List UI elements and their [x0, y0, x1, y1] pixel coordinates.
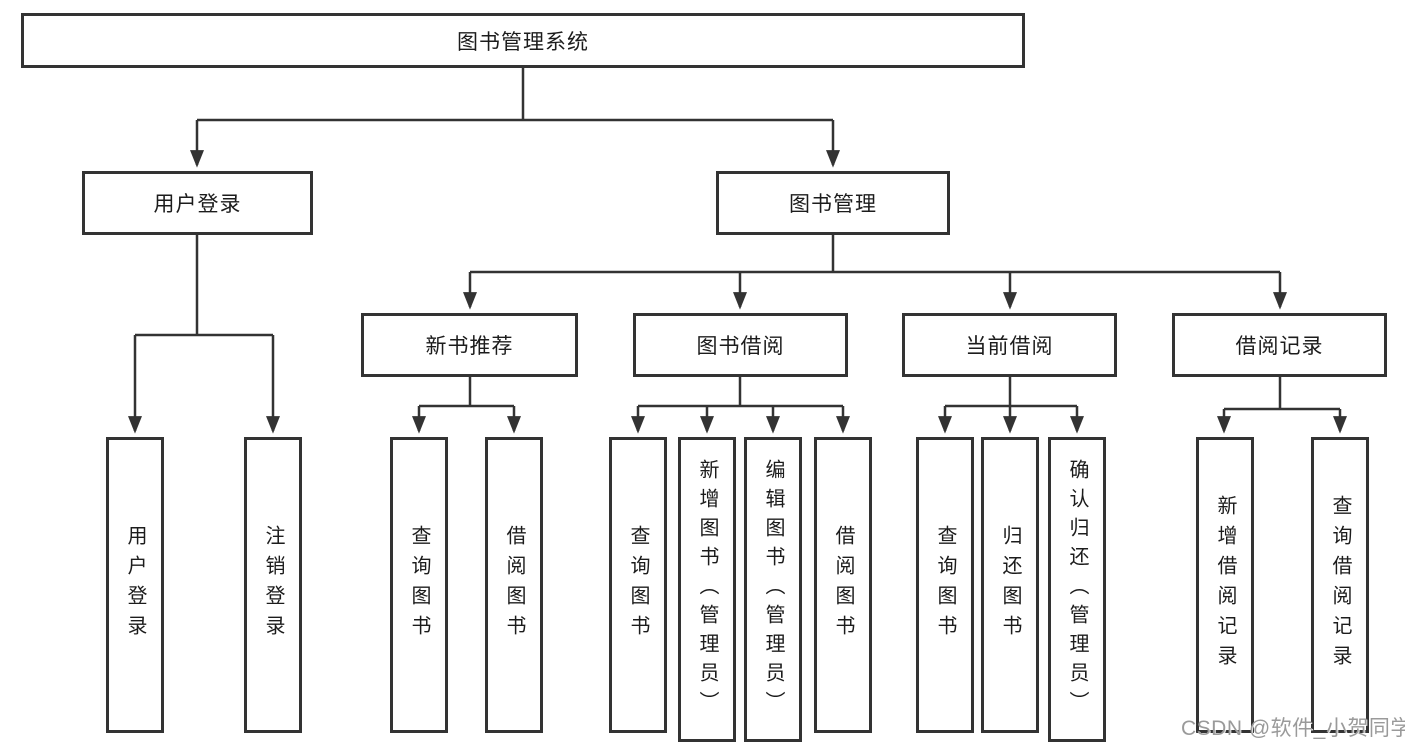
branch-borrowing-records	[1224, 377, 1340, 411]
leaf-label: 注销登录	[262, 525, 284, 645]
leaf-recommend-borrow-book: 借阅图书	[485, 437, 543, 733]
node-new-book-recommend: 新书推荐	[361, 313, 578, 377]
leaf-label: 用户登录	[124, 525, 146, 645]
node-label: 图书管理系统	[457, 30, 589, 54]
branch-book-borrowing	[638, 377, 843, 408]
leaf-label: 查询图书	[627, 525, 649, 645]
leaf-recommend-query-book: 查询图书	[390, 437, 448, 733]
node-label: 用户登录	[153, 193, 242, 216]
node-label: 图书管理	[789, 193, 877, 216]
node-borrowing-records: 借阅记录	[1172, 313, 1387, 377]
leaf-label: 查询图书	[934, 525, 956, 645]
leaf-label: 编辑图书（管理员）	[762, 459, 784, 720]
leaf-records-add-record: 新增借阅记录	[1196, 437, 1254, 733]
leaf-logout: 注销登录	[244, 437, 302, 733]
leaf-label: 借阅图书	[832, 525, 854, 645]
branch-current-borrowing	[945, 377, 1077, 408]
branch-new-book-recommend	[419, 377, 514, 408]
node-book-borrowing: 图书借阅	[633, 313, 848, 377]
node-book-management: 图书管理	[716, 171, 950, 235]
node-library-management-system: 图书管理系统	[21, 13, 1025, 68]
node-label: 新书推荐	[425, 335, 514, 358]
leaf-label: 查询图书	[408, 525, 430, 645]
leaf-current-query-book: 查询图书	[916, 437, 974, 733]
branch-root	[197, 68, 833, 122]
leaf-current-return-book: 归还图书	[981, 437, 1039, 733]
node-current-borrowing: 当前借阅	[902, 313, 1117, 377]
node-label: 图书借阅	[696, 335, 785, 358]
leaf-label: 新增借阅记录	[1214, 495, 1236, 675]
leaf-records-query-record: 查询借阅记录	[1311, 437, 1369, 733]
leaf-borrowing-query-book: 查询图书	[609, 437, 667, 733]
leaf-label: 查询借阅记录	[1329, 495, 1351, 675]
leaf-label: 归还图书	[999, 525, 1021, 645]
node-label: 当前借阅	[965, 335, 1054, 358]
leaf-label: 确认归还（管理员）	[1066, 459, 1088, 720]
branch-book-management	[470, 235, 1280, 274]
branch-user-login	[135, 235, 273, 337]
leaf-borrowing-edit-book-admin: 编辑图书（管理员）	[744, 437, 802, 742]
leaf-label: 借阅图书	[503, 525, 525, 645]
leaf-login: 用户登录	[106, 437, 164, 733]
csdn-watermark: CSDN @软件_小贺同学	[1181, 717, 1405, 740]
leaf-current-confirm-return-admin: 确认归还（管理员）	[1048, 437, 1106, 742]
leaf-label: 新增图书（管理员）	[696, 459, 718, 720]
leaf-borrowing-add-book-admin: 新增图书（管理员）	[678, 437, 736, 742]
leaf-borrowing-borrow-book: 借阅图书	[814, 437, 872, 733]
node-label: 借阅记录	[1235, 335, 1324, 358]
node-user-login: 用户登录	[82, 171, 313, 235]
